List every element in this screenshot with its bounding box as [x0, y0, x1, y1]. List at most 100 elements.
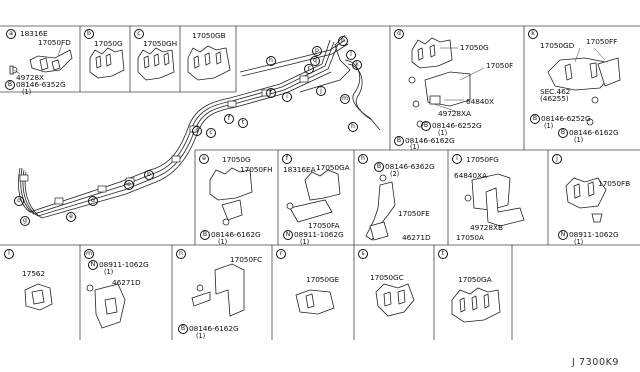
qty-d2: (1)	[410, 143, 420, 151]
part-17050A: 17050A	[456, 233, 484, 242]
callout-o: o	[14, 196, 24, 206]
qty-k2: (1)	[574, 136, 584, 144]
bolt-symbol-k1: B	[530, 114, 540, 124]
part-17050FF: 17050FF	[586, 37, 618, 46]
part-46271D-m: 46271D	[112, 278, 141, 287]
callout-p: p	[312, 46, 322, 56]
panel-b-letter: b	[84, 29, 94, 39]
part-08146-6252G-k: 08146-6252G	[541, 114, 591, 123]
part-08911-1062G-f: 08911-1062G	[294, 230, 344, 239]
panel-a-letter: a	[6, 29, 16, 39]
nut-symbol-j: N	[558, 230, 568, 240]
callout-i: i	[282, 92, 292, 102]
panel-f-letter: f	[282, 154, 292, 164]
panel-d-letter: d	[394, 29, 404, 39]
part-17050GD: 17050GD	[540, 41, 575, 50]
panel-j-letter: j	[552, 154, 562, 164]
bolt-symbol-d1: B	[421, 121, 431, 131]
part-46255: (46255)	[540, 94, 569, 103]
callout-d: d	[88, 196, 98, 206]
part-08911-1062G-m: 08911-1062G	[99, 260, 149, 269]
part-49728XA: 49728XA	[438, 109, 471, 118]
diagram-reference: J 7300K9	[572, 357, 620, 368]
part-17050GC: 17050GC	[370, 273, 404, 282]
panel-t-letter: t	[438, 249, 448, 259]
part-17050G-e: 17050G	[222, 155, 251, 164]
callout-t2: t	[266, 88, 276, 98]
callout-f: f	[224, 114, 234, 124]
callout-e2: e	[124, 180, 134, 190]
callout-c: c	[206, 128, 216, 138]
part-08146-6352G: 08146-6352G	[16, 80, 66, 89]
part-49728X: 49728X	[16, 73, 44, 82]
callout-e1: e	[66, 212, 76, 222]
callout-g: g	[20, 216, 30, 226]
panel-s-letter: s	[358, 249, 368, 259]
qty-f: (1)	[300, 238, 310, 246]
part-17050G-d: 17050G	[460, 43, 489, 52]
part-17050FE: 17050FE	[398, 209, 430, 218]
part-64840X: 64840X	[466, 97, 494, 106]
part-17050GH: 17050GH	[143, 39, 178, 48]
part-08146-6162G-k: 08146-6162G	[569, 128, 619, 137]
qty-n: (1)	[196, 332, 206, 340]
part-17050FB: 17050FB	[598, 179, 631, 188]
callout-h: h	[266, 56, 276, 66]
part-17050GE: 17050GE	[306, 275, 340, 284]
qty-k1: (1)	[544, 122, 554, 130]
panel-n-letter: n	[176, 249, 186, 259]
panel-i-letter: i	[452, 154, 462, 164]
callout-l: l	[346, 50, 356, 60]
qty-e: (1)	[218, 238, 228, 246]
bolt-symbol-h: B	[374, 162, 384, 172]
qty-a: (1)	[22, 88, 32, 96]
panel-c-letter: c	[134, 29, 144, 39]
part-08146-6162G-n: 08146-6162G	[189, 324, 239, 333]
part-08146-6162G-d: 08146-6162G	[405, 136, 455, 145]
callout-k: k	[352, 60, 362, 70]
part-17050FD: 17050FD	[38, 38, 71, 47]
callout-n: n	[338, 36, 348, 46]
panel-k-letter: k	[528, 29, 538, 39]
part-17050GA-t: 17050GA	[458, 275, 492, 284]
part-08146-6362G: 08146-6362G	[385, 162, 435, 171]
panel-e-letter: e	[199, 154, 209, 164]
part-17050FC: 17050FC	[230, 255, 263, 264]
qty-d1: (1)	[438, 129, 448, 137]
part-18316E: 18316E	[20, 29, 48, 38]
callout-q: q	[310, 56, 320, 66]
sec-462: SEC.462	[540, 87, 571, 96]
part-17050FG: 17050FG	[466, 155, 499, 164]
callout-t1: t	[238, 118, 248, 128]
callout-j: j	[316, 86, 326, 96]
panel-r-letter: r	[276, 249, 286, 259]
part-17050G-b: 17050G	[94, 39, 123, 48]
callout-b: b	[144, 170, 154, 180]
part-08911-1062G-j: 08911-1062G	[569, 230, 619, 239]
callout-m: m	[340, 94, 350, 104]
part-46271D-h: 46271D	[402, 233, 431, 242]
nut-symbol-f: N	[283, 230, 293, 240]
panel-h-letter: h	[358, 154, 368, 164]
part-17050FH: 17050FH	[240, 165, 273, 174]
bolt-symbol-n: B	[178, 324, 188, 334]
qty-m: (1)	[104, 268, 114, 276]
panel-l-letter: l	[4, 249, 14, 259]
part-17050GB: 17050GB	[192, 31, 226, 40]
part-08146-6162G-e: 08146-6162G	[211, 230, 261, 239]
bolt-symbol-k2: B	[558, 128, 568, 138]
part-17562: 17562	[22, 269, 46, 278]
part-49728XB: 49728XB	[470, 223, 503, 232]
part-64840XA: 64840XA	[454, 171, 487, 180]
qty-h: (2)	[390, 170, 400, 178]
part-17050FA: 17050FA	[308, 221, 340, 230]
bolt-symbol-e: B	[200, 230, 210, 240]
bolt-symbol-d2: B	[394, 136, 404, 146]
part-17050GA-f: 17050GA	[316, 163, 350, 172]
callout-s: s	[192, 126, 202, 136]
qty-j: (1)	[574, 238, 584, 246]
callout-h2: h	[348, 122, 358, 132]
bolt-symbol-a: B	[5, 80, 15, 90]
